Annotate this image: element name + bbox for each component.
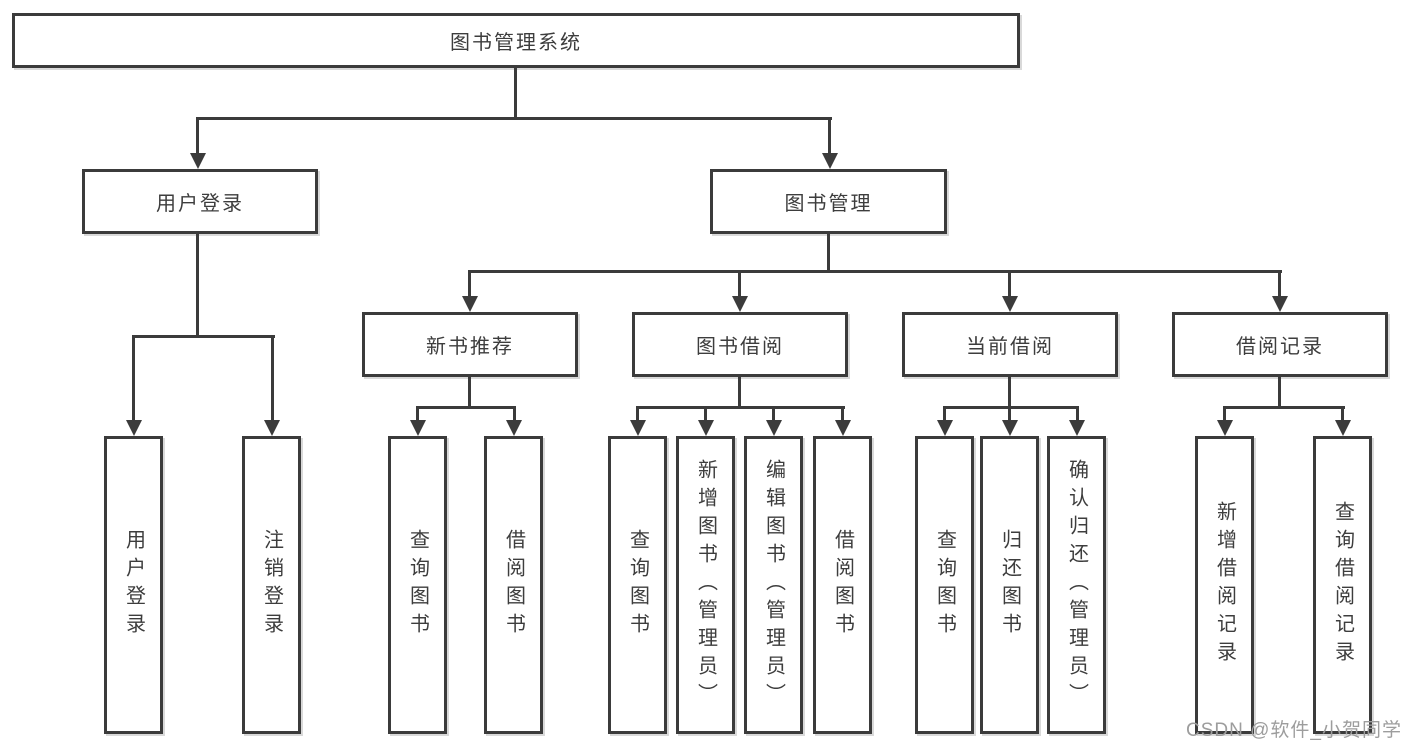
arrow-down-icon [732, 296, 748, 312]
arrow-down-icon [1069, 420, 1085, 436]
arrow-down-icon [462, 296, 478, 312]
connector-line [514, 68, 517, 118]
node-current-borrowing: 当前借阅 [902, 312, 1118, 377]
connector-line [1008, 270, 1011, 296]
connector-line [828, 117, 831, 153]
leaf-query-books-recommend: 查询图书 [388, 436, 447, 734]
connector-line [271, 335, 274, 420]
connector-line [738, 377, 741, 409]
arrow-down-icon [190, 153, 206, 169]
arrow-down-icon [264, 420, 280, 436]
connector-line [1076, 406, 1079, 420]
leaf-query-books-recommend-label: 查询图书 [406, 529, 429, 641]
connector-line [738, 270, 741, 296]
arrow-down-icon [630, 420, 646, 436]
connector-line [196, 117, 832, 120]
node-book-borrowing: 图书借阅 [632, 312, 848, 377]
connector-line [132, 335, 135, 420]
node-borrowing-records-label: 借阅记录 [1236, 336, 1324, 358]
connector-line [1008, 377, 1011, 409]
connector-line [943, 406, 1079, 409]
connector-line [636, 406, 845, 409]
node-new-book-recommendation-label: 新书推荐 [426, 336, 514, 358]
arrow-down-icon [1272, 296, 1288, 312]
arrow-down-icon [937, 420, 953, 436]
leaf-query-books-current: 查询图书 [915, 436, 974, 734]
leaf-query-borrow-record-label: 查询借阅记录 [1331, 501, 1354, 669]
leaf-edit-books-admin: 编辑图书（管理员） [744, 436, 803, 734]
connector-line [468, 270, 471, 296]
arrow-down-icon [1335, 420, 1351, 436]
connector-line [416, 406, 516, 409]
leaf-add-borrow-record-label: 新增借阅记录 [1213, 501, 1236, 669]
leaf-confirm-return-admin-label: 确认归还（管理员） [1065, 459, 1088, 711]
leaf-query-books-borrowing: 查询图书 [608, 436, 667, 734]
arrow-down-icon [1002, 296, 1018, 312]
leaf-user-login-label: 用户登录 [122, 529, 145, 641]
leaf-return-books-label: 归还图书 [998, 529, 1021, 641]
connector-line [196, 117, 199, 153]
connector-line [132, 335, 275, 338]
leaf-user-login: 用户登录 [104, 436, 163, 734]
leaf-edit-books-admin-label: 编辑图书（管理员） [762, 459, 785, 711]
leaf-query-books-current-label: 查询图书 [933, 529, 956, 641]
csdn-watermark: CSDN @软件_小贺同学 [1186, 720, 1402, 741]
node-book-management-label: 图书管理 [784, 193, 873, 215]
leaf-confirm-return-admin: 确认归还（管理员） [1047, 436, 1106, 734]
connector-line [1008, 406, 1011, 420]
node-book-management: 图书管理 [710, 169, 947, 234]
connector-line [1278, 377, 1281, 409]
leaf-logout-login-label: 注销登录 [260, 529, 283, 641]
arrow-down-icon [126, 420, 142, 436]
arrow-down-icon [506, 420, 522, 436]
leaf-return-books: 归还图书 [980, 436, 1039, 734]
node-book-borrowing-label: 图书借阅 [696, 336, 784, 358]
arrow-down-icon [410, 420, 426, 436]
connector-line [1341, 406, 1344, 420]
connector-line [841, 406, 844, 420]
connector-line [772, 406, 775, 420]
leaf-query-borrow-record: 查询借阅记录 [1313, 436, 1372, 734]
connector-line [1278, 270, 1281, 296]
connector-line [704, 406, 707, 420]
connector-line [943, 406, 946, 420]
arrow-down-icon [1217, 420, 1233, 436]
arrow-down-icon [822, 153, 838, 169]
connector-line [513, 406, 516, 420]
connector-line [1223, 406, 1345, 409]
node-borrowing-records: 借阅记录 [1172, 312, 1388, 377]
leaf-query-books-borrowing-label: 查询图书 [626, 529, 649, 641]
arrow-down-icon [1002, 420, 1018, 436]
node-user-login: 用户登录 [82, 169, 318, 234]
connector-line [827, 234, 830, 273]
node-library-system-label: 图书管理系统 [450, 32, 582, 54]
connector-line [196, 234, 199, 337]
arrow-down-icon [766, 420, 782, 436]
leaf-logout-login: 注销登录 [242, 436, 301, 734]
leaf-borrow-books-recommend-label: 借阅图书 [502, 529, 525, 641]
node-current-borrowing-label: 当前借阅 [966, 336, 1054, 358]
leaf-add-borrow-record: 新增借阅记录 [1195, 436, 1254, 734]
leaf-borrow-books-borrowing-label: 借阅图书 [831, 529, 854, 641]
arrow-down-icon [698, 420, 714, 436]
connector-line [636, 406, 639, 420]
connector-line [468, 377, 471, 409]
leaf-borrow-books-borrowing: 借阅图书 [813, 436, 872, 734]
node-new-book-recommendation: 新书推荐 [362, 312, 578, 377]
node-user-login-label: 用户登录 [156, 193, 244, 215]
leaf-add-books-admin-label: 新增图书（管理员） [694, 459, 717, 711]
connector-line [468, 270, 1282, 273]
leaf-add-books-admin: 新增图书（管理员） [676, 436, 735, 734]
leaf-borrow-books-recommend: 借阅图书 [484, 436, 543, 734]
arrow-down-icon [835, 420, 851, 436]
connector-line [1223, 406, 1226, 420]
connector-line [416, 406, 419, 420]
node-library-system: 图书管理系统 [12, 13, 1020, 68]
